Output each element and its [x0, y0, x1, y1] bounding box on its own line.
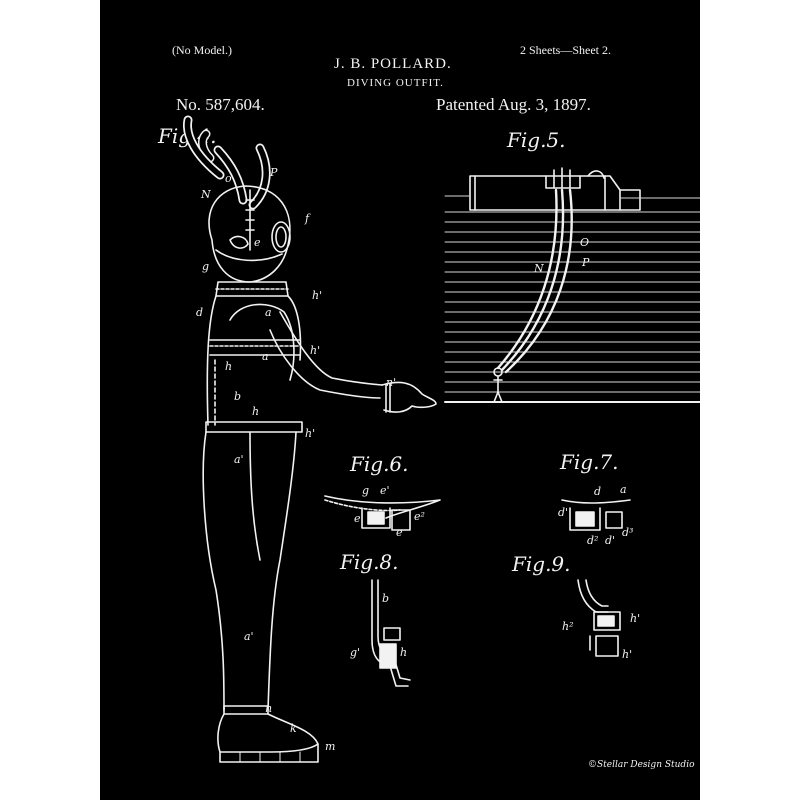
inventor-name: J. B. POLLARD. — [334, 56, 452, 72]
fig4-label-N: N — [201, 188, 211, 201]
fig9-label-h-prime: h' — [630, 612, 641, 625]
sheet-count: 2 Sheets—Sheet 2. — [520, 43, 611, 57]
fig9-label-h-prime2: h' — [622, 648, 633, 661]
fig4-label-h-body: h — [225, 360, 233, 373]
fig7-label-d-prime: d' — [558, 506, 569, 519]
fig4-label-n-ankle: n — [265, 702, 273, 715]
studio-signature: ©Stellar Design Studio — [588, 760, 695, 770]
fig7-label-d2: d² — [587, 534, 599, 547]
fig7-label-a: a — [620, 483, 627, 496]
fig4-label-a-arm: a — [262, 350, 269, 363]
patent-date: Patented Aug. 3, 1897. — [436, 95, 591, 114]
fig6-detail-drawing — [324, 495, 441, 531]
fig6-label-e2: e² — [414, 510, 425, 523]
fig6-label-e3: e — [396, 526, 403, 539]
fig8-label-g-prime: g' — [350, 646, 361, 659]
fig6-label-e: e — [354, 512, 361, 525]
fig4-label-e: e — [254, 236, 261, 249]
patent-sheet: (No Model.) 2 Sheets—Sheet 2. J. B. POLL… — [100, 0, 700, 800]
fig5-label-P: P — [582, 256, 590, 269]
fig7-label-d3: d³ — [622, 526, 634, 539]
fig5-title: Fig.5. — [507, 128, 566, 152]
patent-number: No. 587,604. — [176, 95, 265, 114]
fig9-title: Fig.9. — [512, 552, 571, 576]
fig6-label-e-prime: e' — [380, 484, 390, 497]
fig6-label-g: g — [362, 484, 370, 497]
fig4-diver-drawing — [183, 115, 437, 763]
fig8-detail-drawing — [371, 579, 411, 687]
fig4-label-n-prime: n' — [386, 376, 397, 389]
fig9-label-h2: h² — [562, 620, 574, 633]
patent-title: DIVING OUTFIT. — [347, 77, 444, 89]
fig7-label-d-prime2: d' — [605, 534, 616, 547]
fig4-label-P: P — [270, 166, 278, 179]
fig4-label-a-shoulder: a — [265, 306, 272, 319]
fig4-label-h-waist: h — [252, 405, 260, 418]
fig4-label-h-prime-top: h' — [312, 289, 323, 302]
patent-drawings — [183, 115, 700, 763]
fig4-label-g: g — [202, 260, 210, 273]
fig4-label-d: d — [196, 306, 204, 319]
fig9-detail-drawing — [577, 579, 621, 657]
fig5-label-N: N — [534, 262, 544, 275]
no-model-note: (No Model.) — [172, 43, 232, 57]
fig4-label-o: o — [225, 172, 232, 185]
fig4-label-f: f — [305, 212, 310, 225]
fig4-label-h-prime-low: h' — [305, 427, 316, 440]
fig4-label-h-prime-mid: h' — [310, 344, 321, 357]
fig4-label-a-prime-leg: a' — [244, 630, 254, 643]
fig4-label-b: b — [234, 390, 242, 403]
fig7-title: Fig.7. — [560, 450, 619, 474]
fig8-label-b: b — [382, 592, 390, 605]
fig5-label-O: O — [580, 236, 590, 249]
fig8-label-h: h — [400, 646, 408, 659]
fig7-label-d: d — [594, 485, 602, 498]
fig7-detail-drawing — [561, 499, 631, 531]
fig8-title: Fig.8. — [340, 550, 399, 574]
fig5-boat-scene-drawing — [444, 167, 700, 403]
fig4-label-k: k — [290, 722, 297, 735]
fig4-label-a-prime-thigh: a' — [234, 453, 244, 466]
fig6-title: Fig.6. — [350, 452, 409, 476]
fig4-label-m: m — [325, 740, 336, 753]
